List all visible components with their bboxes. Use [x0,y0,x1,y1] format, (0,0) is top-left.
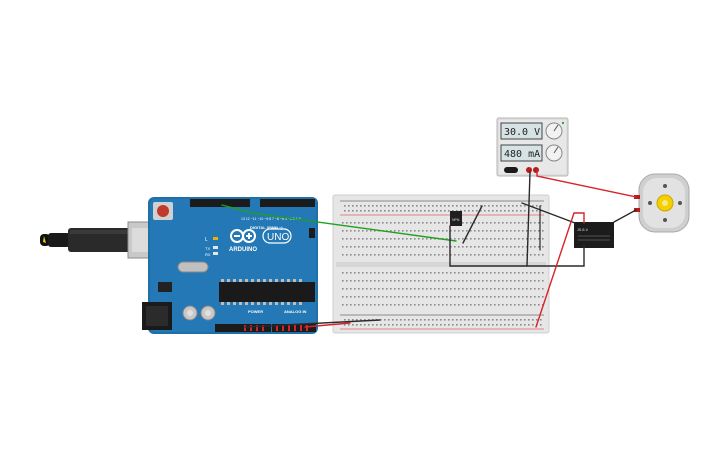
svg-text:13 12 ~11 ~10 ~9 8: 13 12 ~11 ~10 ~9 8 [241,217,271,221]
tx-label: TX [205,246,210,251]
capacitors [182,305,216,321]
transistor-label: NPN [452,218,460,222]
voltage-knob[interactable] [545,122,563,140]
wire-psu-ground-rail [521,202,576,224]
digital-label: DIGITAL (PWM ~) [250,225,283,230]
current-display: 480 mA [504,149,540,160]
breadboard[interactable] [332,194,550,334]
l-led [213,237,218,240]
digital-pin-header[interactable] [190,199,315,207]
svg-text:7 ~6 ~5 4 ~3 2 1 0: 7 ~6 ~5 4 ~3 2 1 0 [272,217,301,221]
dc-power-jack[interactable] [142,302,172,330]
power-label: POWER [248,309,263,314]
atmega-chip [219,279,315,305]
voltage-display: 30.0 V [504,127,540,138]
wire-power-arduino [304,322,351,328]
npn-transistor[interactable]: NPN [450,211,462,226]
wire-ground-arduino [244,319,381,328]
relay-label: JS-5-V [577,228,589,232]
wire-motor-relay [613,209,637,223]
rx-label: RX [205,252,211,257]
reset-button[interactable] [153,202,173,220]
wire-transistor-relay [449,225,585,267]
analog-label: ANALOG IN [284,309,307,314]
motor-terminals[interactable] [634,195,640,212]
wire-rail-relay [535,212,585,328]
arduino-logo [230,229,256,243]
dc-motor[interactable] [638,173,690,233]
breadboard-holes [342,205,544,326]
wire-psu-positive [536,169,637,198]
wire-psu-negative [526,171,531,267]
uno-model-label: UNO [267,232,289,243]
wire-transistor-collector [462,205,483,244]
power-supply[interactable]: 30.0 V 480 mA [496,117,569,177]
wires[interactable] [221,169,637,328]
wire-signal-green [221,204,457,242]
power-indicator-icon [561,121,565,125]
current-knob[interactable] [545,144,563,162]
l-led-label: L [205,237,208,243]
relay[interactable]: JS-5-V [574,222,614,248]
arduino-uno-board[interactable]: 13 12 ~11 ~10 ~9 8 7 ~6 ~5 4 ~3 2 1 0 DI… [142,197,318,334]
arduino-brand-label: ARDUINO [229,247,257,253]
